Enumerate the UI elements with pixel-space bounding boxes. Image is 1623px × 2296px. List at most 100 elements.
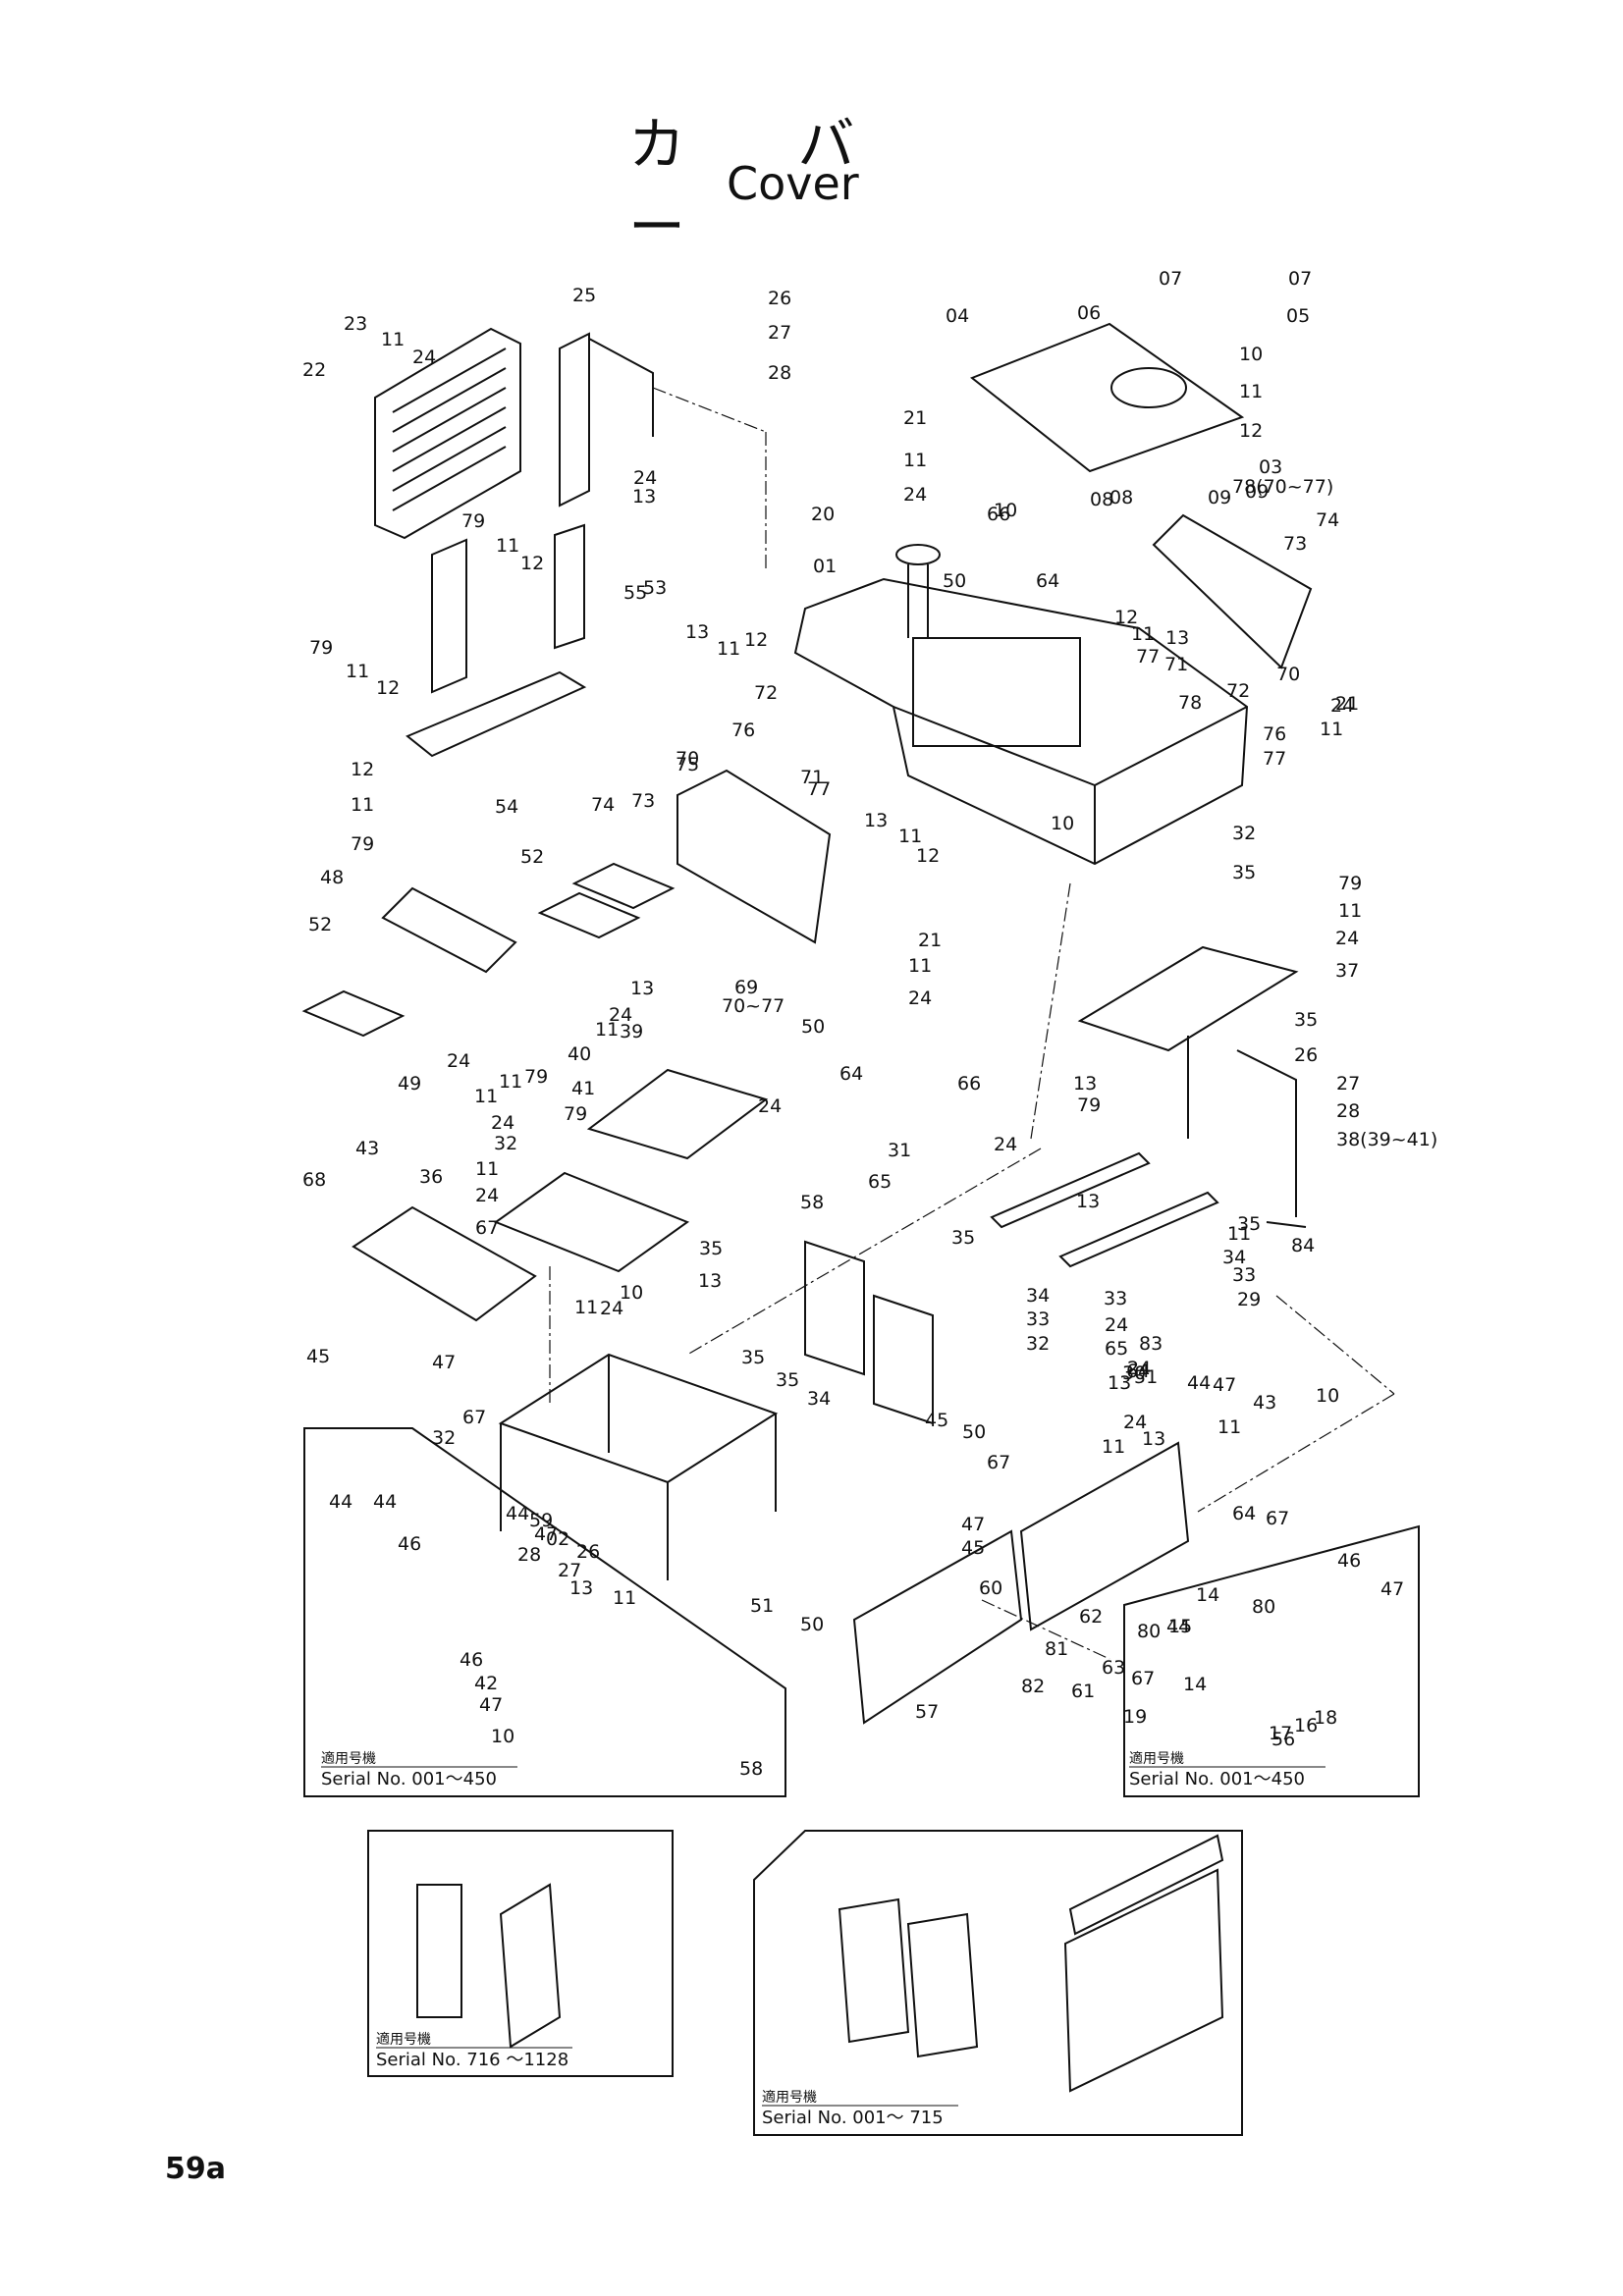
part-label: 32 [432, 1427, 456, 1449]
part-label: 17 [1269, 1723, 1292, 1744]
applicable-models-label: 適用号機 [762, 2089, 817, 2106]
part-label: 27 [558, 1560, 581, 1581]
part-label: 47 [961, 1514, 985, 1535]
part-label: 34 [1026, 1285, 1050, 1307]
inset-box-1 [303, 1427, 786, 1797]
part-label: 67 [462, 1407, 486, 1428]
part-label: 04 [946, 305, 969, 327]
panel-part-56 [906, 1912, 979, 2058]
serial-number-label: Serial No. 716 ～1128 [376, 2050, 568, 2070]
applicable-models-label: 適用号機 [1129, 1750, 1184, 1767]
part-label: 72 [1226, 680, 1250, 702]
serial-number-label: Serial No. 001～450 [321, 1769, 497, 1789]
plate-part-37 [1077, 945, 1299, 1052]
part-label: 15 [1168, 1616, 1192, 1637]
part-label: 31 [888, 1140, 911, 1161]
part-label: 77 [1263, 748, 1286, 770]
part-label: 02 [546, 1528, 569, 1550]
bracket-part-25 [559, 332, 654, 507]
part-label: 10 [620, 1282, 643, 1304]
panel-part-57 [838, 1897, 910, 2044]
part-label: 71 [1164, 654, 1188, 675]
part-label: 27 [1336, 1073, 1360, 1095]
serial-number-label: Serial No. 001～450 [1129, 1769, 1305, 1789]
part-label: 84 [1291, 1235, 1315, 1256]
frame-part-30 [498, 1353, 779, 1580]
pad-part-52a [301, 989, 406, 1038]
part-label: 79 [309, 637, 333, 659]
part-label: 24 [600, 1298, 623, 1319]
part-label: 67 [987, 1452, 1010, 1473]
plate-part-54 [406, 670, 587, 758]
part-label: 12 [744, 629, 768, 651]
part-label: 11 [346, 661, 369, 682]
part-label: 44 [329, 1491, 352, 1513]
part-label: 69 [734, 977, 758, 998]
part-label: 56 [1271, 1729, 1295, 1750]
part-label: 11 [1102, 1436, 1125, 1458]
part-label: 24 [1123, 1412, 1147, 1433]
part-label: 47 [432, 1352, 456, 1373]
part-label: 43 [355, 1138, 379, 1159]
part-label: 33 [1104, 1288, 1127, 1309]
rail-part-31 [1058, 1191, 1219, 1268]
panel-part-83 [873, 1294, 934, 1425]
part-label: 60 [979, 1577, 1002, 1599]
part-label: 27 [768, 322, 791, 344]
part-label: 13 [632, 486, 656, 507]
part-label: 24 [1105, 1314, 1128, 1336]
part-label: 24 [447, 1050, 470, 1072]
part-label: 11 [1227, 1223, 1251, 1245]
part-label: 65 [868, 1171, 892, 1193]
part-label: 24 [609, 1004, 632, 1026]
part-label: 50 [801, 1016, 825, 1038]
part-label: 35 [741, 1347, 765, 1368]
part-label: 79 [1338, 873, 1362, 894]
part-label: 63 [1102, 1657, 1125, 1679]
part-label: 39 [620, 1021, 643, 1042]
part-label: 58 [739, 1758, 763, 1780]
plate-part-38 [586, 1068, 769, 1160]
part-label: 13 [698, 1270, 722, 1292]
part-label: 64 [1126, 1361, 1150, 1382]
part-label: 36 [419, 1166, 443, 1188]
part-label: 44 [506, 1503, 529, 1524]
panel-part-43 [352, 1205, 537, 1322]
part-label: 26 [1294, 1044, 1318, 1066]
part-label: 12 [376, 677, 400, 699]
part-label: 29 [1237, 1289, 1261, 1310]
part-label: 59 [529, 1510, 553, 1531]
part-label: 08 [1090, 489, 1113, 510]
part-label: 81 [1045, 1638, 1068, 1660]
part-label: 13 [685, 621, 709, 643]
part-label: 67 [1131, 1668, 1155, 1689]
part-label: 09 [1208, 487, 1231, 508]
part-label: 47 [1213, 1374, 1236, 1396]
part-label: 44 [1166, 1616, 1190, 1637]
part-label: 13 [864, 810, 888, 831]
part-label: 23 [344, 313, 367, 335]
page-number: 59a [165, 2152, 226, 2186]
part-label: 24 [903, 484, 927, 506]
part-label: 11 [1320, 719, 1343, 740]
part-label: 26 [768, 288, 791, 309]
part-label: 83 [1139, 1333, 1163, 1355]
part-label: 79 [1077, 1095, 1101, 1116]
part-label: 73 [631, 790, 655, 812]
part-label: 07 [1159, 268, 1182, 290]
part-label: 11 [908, 955, 932, 977]
part-label: 44 [373, 1491, 397, 1513]
part-label: 11 [381, 329, 405, 350]
part-label: 75 [676, 754, 699, 775]
panel-part-78 [1152, 513, 1313, 669]
part-label: 78(70~77) [1232, 476, 1333, 498]
part-label: 46 [460, 1649, 483, 1671]
part-label: 48 [320, 867, 344, 888]
part-label: 76 [1263, 723, 1286, 745]
part-label: 12 [351, 759, 374, 780]
part-label: 47 [479, 1694, 503, 1716]
part-label: 51 [1134, 1366, 1158, 1388]
part-label: 35 [1237, 1213, 1261, 1235]
